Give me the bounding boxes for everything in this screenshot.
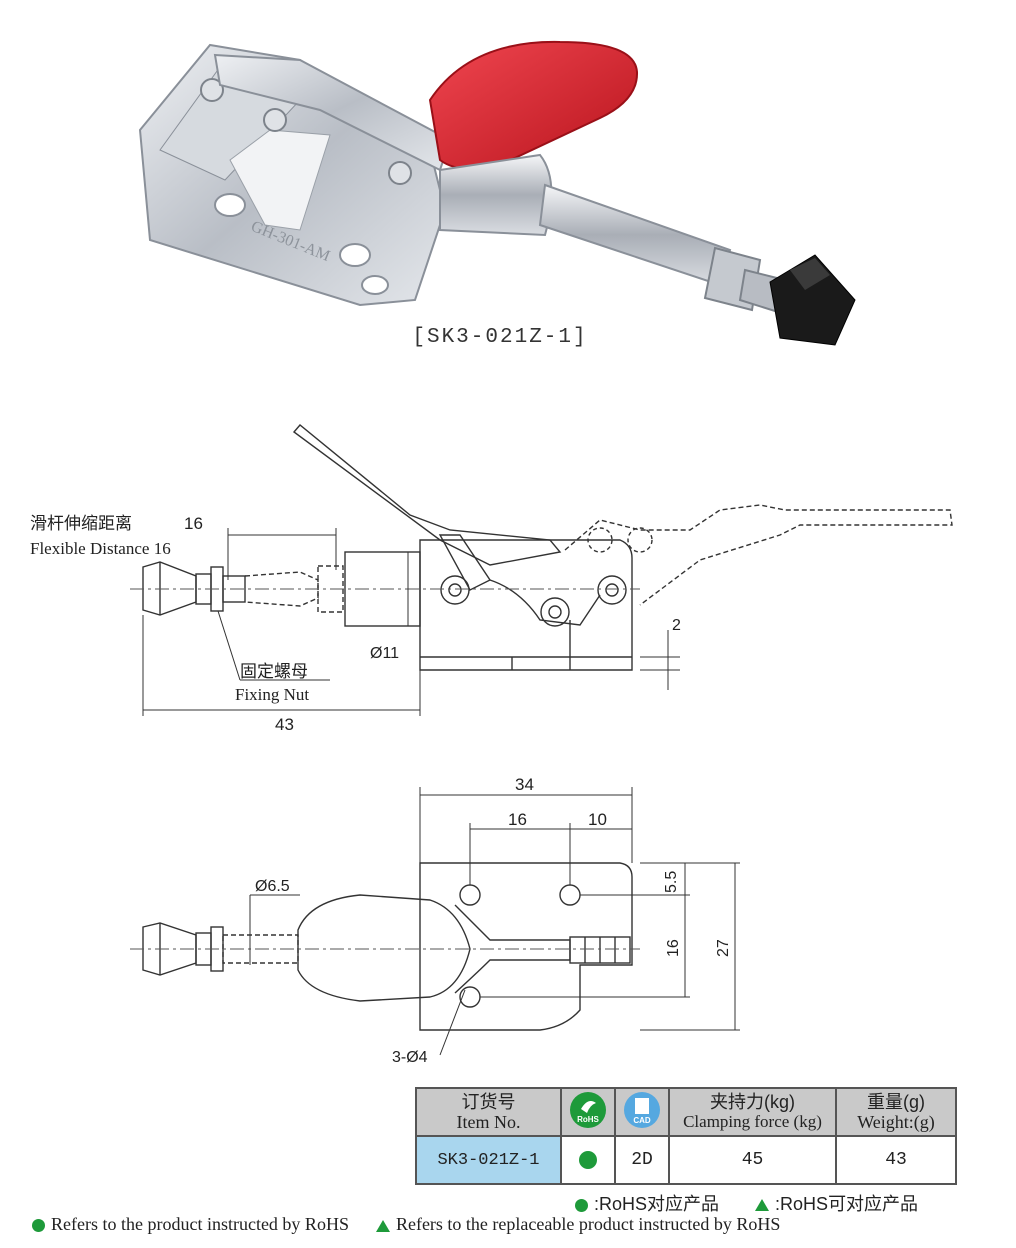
plunger-housing: [439, 153, 553, 237]
red-handle-grip: [428, 40, 639, 170]
rohs-dot-icon: [579, 1150, 597, 1169]
header-force: 夹持力(kg) Clamping force (kg): [668, 1087, 837, 1137]
mounting-hole-icon: [459, 884, 581, 1008]
cell-cad: 2D: [614, 1135, 670, 1185]
nut-label-cn: 固定螺母: [240, 662, 308, 681]
flex-value: 16: [184, 514, 203, 533]
height-label: 27: [715, 939, 732, 957]
header-cad: CAD: [614, 1087, 670, 1137]
top-view-drawing: 34 16 10 Ø6.5 5.5 16 27 3-Ø4: [130, 775, 740, 1066]
holes-label: 3-Ø4: [392, 1049, 428, 1066]
header-weight: 重量(g) Weight:(g): [835, 1087, 957, 1137]
diameter-label: Ø11: [370, 645, 399, 662]
body-outline: [419, 539, 633, 671]
svg-text:RoHS: RoHS: [577, 1115, 599, 1124]
svg-text:CAD: CAD: [633, 1116, 651, 1125]
plunger-rod: [538, 183, 732, 287]
rohs-triangle-icon: [755, 1199, 770, 1212]
rod-diameter-label: Ø6.5: [255, 878, 290, 895]
hole-edge-label: 10: [588, 810, 607, 829]
product-photo: GH-301-AM: [138, 40, 856, 346]
rohs-icon: RoHS: [570, 1091, 606, 1128]
legend-en: Refers to the product instructed by RoHS…: [32, 1214, 780, 1235]
legend-cn: :RoHS对应产品 :RoHS可对应产品: [575, 1190, 918, 1216]
rubber-tip: [769, 254, 856, 346]
lever-outline: [292, 424, 562, 566]
cell-weight: 43: [835, 1135, 957, 1185]
header-rohs: RoHS: [560, 1087, 616, 1137]
header-item: 订货号 Item No.: [415, 1087, 562, 1137]
cell-rohs: [560, 1135, 616, 1185]
width-label: 34: [515, 775, 534, 794]
product-caption: [SK3-021Z-1]: [412, 326, 588, 349]
cell-item-no: SK3-021Z-1: [415, 1135, 562, 1185]
nut-label-en: Fixing Nut: [235, 685, 309, 704]
offset-label: 2: [672, 617, 681, 634]
base-plate-top-outline: [419, 862, 633, 1031]
lever-open-position: [564, 504, 953, 606]
table-row: SK3-021Z-1 2D 45 43: [415, 1135, 957, 1185]
rohs-triangle-icon: [375, 1219, 390, 1232]
rohs-dot-icon: [32, 1219, 45, 1233]
spec-table: 订货号 Item No. RoHS CAD 夹持力(kg) Clamping f…: [415, 1087, 957, 1185]
flex-label-en: Flexible Distance 16: [30, 539, 171, 558]
handle-top-outline: [297, 894, 471, 1002]
cell-force: 45: [668, 1135, 837, 1185]
rivet-icon: [200, 78, 412, 185]
flex-label-cn: 滑杆伸缩距离: [30, 514, 132, 533]
top-offset-label: 5.5: [663, 871, 680, 893]
side-view-drawing: 滑杆伸缩距离 16 Flexible Distance 16 Ø11 2 固定螺…: [30, 424, 953, 734]
cad-icon: CAD: [624, 1091, 660, 1128]
hole-span-label: 16: [508, 810, 527, 829]
length-label: 43: [275, 715, 294, 734]
table-header-row: 订货号 Item No. RoHS CAD 夹持力(kg) Clamping f…: [415, 1087, 957, 1137]
vertical-span-label: 16: [665, 939, 682, 957]
rohs-dot-icon: [575, 1198, 588, 1212]
mounting-hole-icon: [214, 193, 389, 295]
